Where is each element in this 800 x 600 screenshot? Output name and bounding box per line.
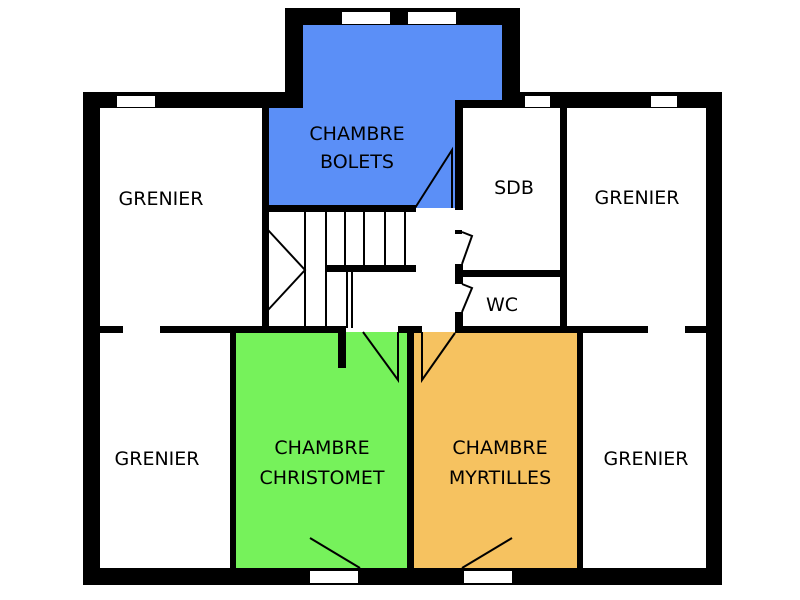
doors — [309, 146, 513, 569]
windows — [117, 12, 677, 583]
label-grenier-bottom-right: GRENIER — [604, 448, 689, 470]
label-wc: WC — [486, 294, 518, 316]
label-grenier-top-left: GRENIER — [119, 188, 204, 210]
label-grenier-bottom-left: GRENIER — [115, 448, 200, 470]
room-christomet[interactable] — [235, 332, 409, 570]
label-sdb: SDB — [494, 177, 534, 199]
label-bolets-2: BOLETS — [320, 151, 394, 173]
label-grenier-top-right: GRENIER — [595, 187, 680, 209]
staircase — [267, 212, 406, 328]
label-myrtilles-2: MYRTILLES — [449, 467, 551, 489]
room-myrtilles[interactable] — [412, 332, 579, 570]
label-christomet-2: CHRISTOMET — [260, 467, 385, 489]
room-bolets[interactable] — [267, 25, 502, 208]
label-myrtilles-1: CHAMBRE — [452, 437, 547, 459]
label-bolets-1: CHAMBRE — [309, 123, 404, 145]
label-christomet-1: CHAMBRE — [274, 437, 369, 459]
